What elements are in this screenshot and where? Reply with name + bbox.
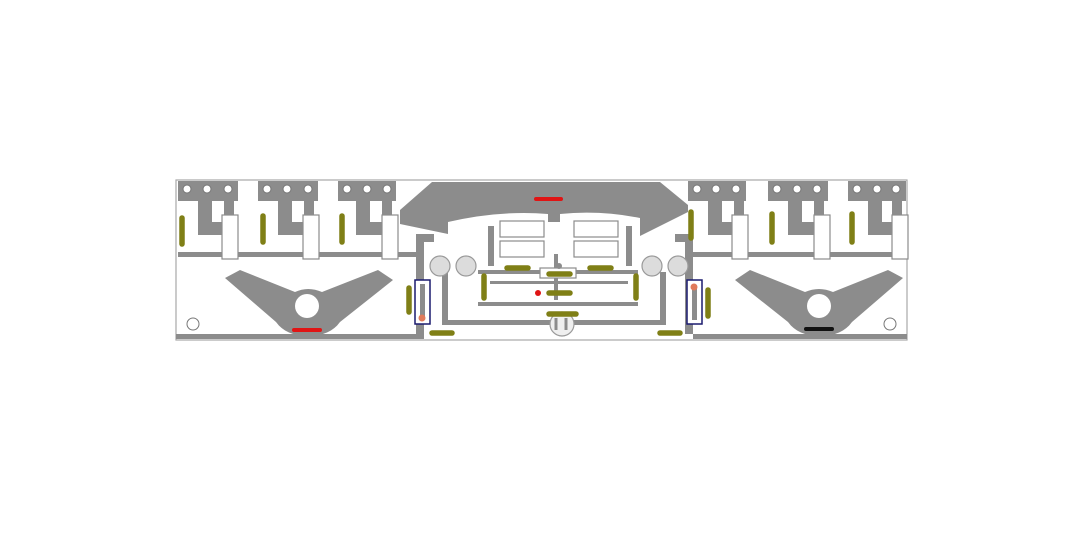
round-pad-l1 [429, 255, 451, 277]
capacitor-right-pin [690, 283, 698, 291]
stub-l3b [382, 199, 392, 215]
round-pad-r2 [667, 255, 689, 277]
trace-bottom-r [690, 252, 906, 257]
center-node [556, 263, 562, 269]
resistor-r2 [813, 214, 831, 260]
left-mount-hole [295, 294, 319, 318]
resistor-c2 [499, 240, 545, 258]
round-pad-l2 [455, 255, 477, 277]
inner-rail-l [442, 272, 448, 324]
trace-l2 [278, 222, 308, 235]
inner-rail-r [660, 272, 666, 324]
red-dot-center [535, 290, 541, 296]
resistor-l1 [221, 214, 239, 260]
resistor-c1 [499, 220, 545, 238]
resistor-l2 [302, 214, 320, 260]
stub-l1b [224, 199, 234, 215]
right-corner-hole [883, 317, 897, 331]
stub-r2b [814, 199, 824, 215]
trace-r3 [868, 222, 898, 235]
stub-r1b [734, 199, 744, 215]
right-resistors [731, 214, 909, 260]
stub-r3b [892, 199, 902, 215]
right-mount-hole [807, 294, 831, 318]
resistor-r3 [891, 214, 909, 260]
capacitors [414, 279, 703, 325]
trace-bottom-edge-r [693, 334, 907, 339]
round-pad-r1 [641, 255, 663, 277]
center-copper-pour [400, 182, 688, 236]
resistor-l3 [381, 214, 399, 260]
jumper-h5-leads [554, 318, 568, 330]
resistor-c4 [573, 240, 619, 258]
trace-bottom-l [178, 252, 418, 257]
left-section [178, 181, 418, 336]
trace-r1 [708, 222, 738, 235]
stub-l2b [304, 199, 314, 215]
left-resistors [221, 214, 399, 260]
resistor-r1 [731, 214, 749, 260]
left-pad-holes [182, 184, 392, 194]
capacitor-left-pin [418, 314, 426, 322]
inner-trace-mid [478, 302, 638, 306]
rail-right-top [675, 234, 685, 242]
trace-l3 [356, 222, 386, 235]
center-post-l [488, 226, 494, 266]
trace-bottom-edge-l [176, 334, 424, 339]
resistor-c3 [573, 220, 619, 238]
right-pad-holes [692, 184, 901, 194]
inner-trace-thin [490, 281, 628, 284]
rail-left-top [424, 234, 434, 242]
center-post-r [626, 226, 632, 266]
trace-l1 [198, 222, 228, 235]
trace-r2 [788, 222, 818, 235]
jumpers [179, 209, 855, 336]
left-corner-hole [186, 317, 200, 331]
polarity-markers [292, 197, 834, 332]
